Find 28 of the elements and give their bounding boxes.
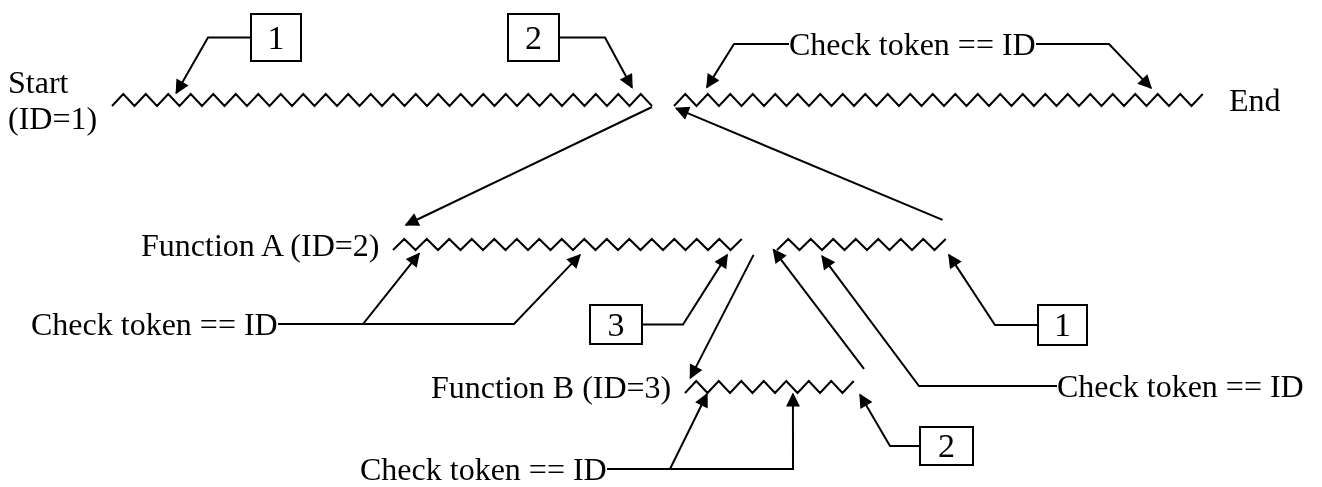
callout-number: 3 [589,304,643,345]
call-arrow [689,253,755,380]
thread-label: Function B (ID=3) [431,369,672,405]
return-arrow [772,248,865,370]
callout-number: 2 [507,13,560,62]
leader-line [1035,43,1152,90]
thread-label: End [1229,82,1281,118]
thread-label: Start (ID=1) [8,64,98,136]
leader-line [277,253,582,325]
leader-line [947,253,1038,326]
leader-line [606,392,800,470]
thread-zigzag-line [112,93,652,107]
check-note: Check token == ID [360,451,607,487]
check-note: Check token == ID [1057,368,1304,404]
leader-line [642,253,729,326]
check-note: Check token == ID [789,26,1036,62]
return-arrow [674,106,944,221]
callout-number: 2 [919,426,974,466]
call-arrow [404,106,653,226]
check-note: Check token == ID [31,306,278,342]
leader-line [859,393,920,447]
leader-line [821,255,1058,387]
leader-line [175,36,251,95]
callout-number: 1 [1037,304,1088,346]
leader-line [559,36,633,89]
leader-line [705,43,790,89]
thread-label: Function A (ID=2) [141,226,380,263]
callout-number: 1 [250,13,302,62]
